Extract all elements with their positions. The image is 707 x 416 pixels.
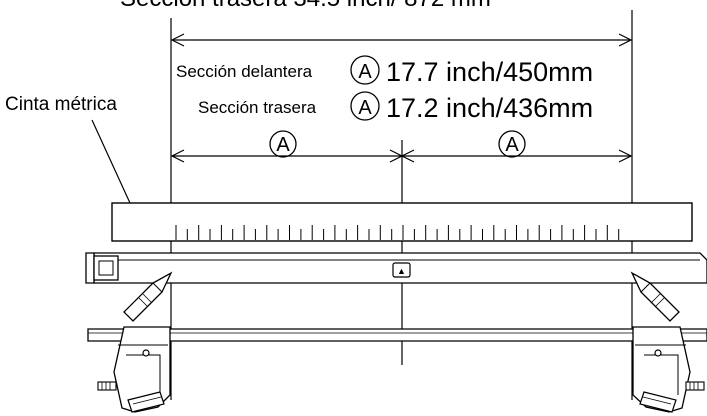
right-half-a-letter: A: [505, 134, 519, 156]
rear-value: 17.2 inch/436mm: [386, 93, 593, 123]
crossbar-end-cap: [85, 252, 95, 284]
front-label: Sección delantera: [176, 62, 313, 81]
rear-a-letter: A: [358, 97, 372, 119]
tape-label: Cinta métrica: [5, 94, 117, 115]
rear-circle-a: [350, 91, 380, 121]
right-half-circle-a: [498, 130, 526, 158]
left-pencil-icon: [123, 271, 173, 322]
arrowhead-left: [170, 33, 185, 47]
top-partial-text: Sección trasera 34.5 inch/ 872 mm: [120, 0, 491, 12]
left-half-a-letter: A: [276, 134, 290, 156]
center-mark: ▲: [397, 266, 406, 276]
front-value: 17.7 inch/450mm: [386, 57, 593, 87]
left-foot-bracket-icon: [97, 326, 171, 413]
half-arrowhead-left-out: [170, 149, 185, 163]
right-foot-bracket-icon: [632, 326, 705, 413]
front-circle-a: [350, 55, 380, 85]
half-arrowhead-right-out: [618, 149, 633, 163]
tape-leader-line: [91, 119, 131, 204]
tape-measure: [111, 202, 693, 242]
right-pencil-icon: [630, 271, 680, 322]
arrowhead-right: [618, 33, 633, 47]
half-arrowhead-right-in: [400, 149, 415, 163]
center-mark-box: [392, 262, 411, 278]
front-a-letter: A: [358, 61, 372, 83]
tape-ticks: [175, 225, 620, 240]
left-half-circle-a: [269, 130, 297, 158]
rear-label: Sección trasera: [198, 98, 317, 117]
crossbar-tube-inner: [98, 260, 114, 276]
roof-rail: [87, 328, 707, 342]
